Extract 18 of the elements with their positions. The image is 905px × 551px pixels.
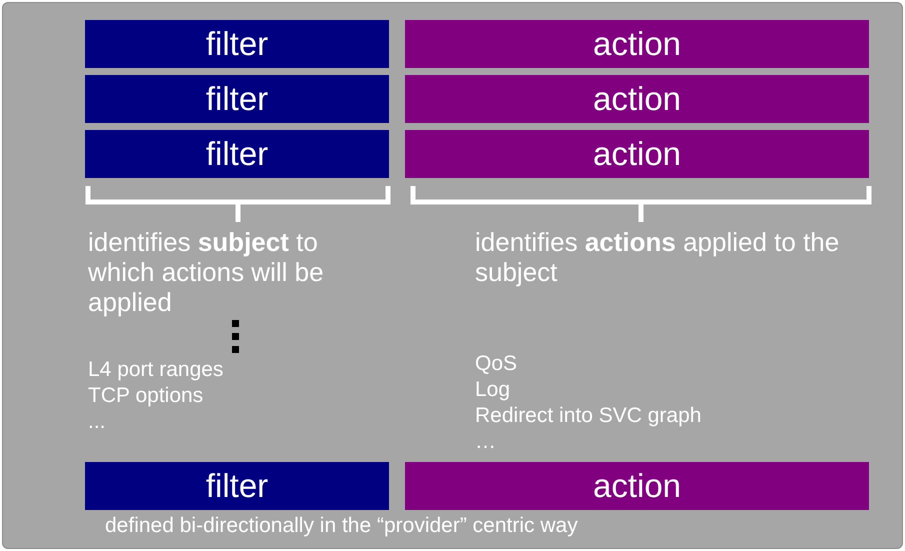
- action-box: action: [405, 20, 869, 68]
- list-item: ...: [88, 410, 106, 434]
- list-item: Log: [475, 378, 510, 402]
- filter-box: filter: [85, 75, 389, 123]
- list-item: TCP options: [88, 384, 204, 408]
- list-item: L4 port ranges: [88, 358, 224, 382]
- action-box: action: [405, 130, 869, 178]
- description-text: identifies subject to which actions will be applied: [88, 228, 325, 318]
- footnote-text: defined bi-directionally in the “provider” centric way: [105, 514, 578, 538]
- filter-box: filter: [85, 130, 389, 178]
- list-item: …: [475, 430, 496, 454]
- description-text: identifies actions applied to the subject: [475, 228, 840, 288]
- filter-box: filter: [85, 462, 389, 510]
- list-item: QoS: [475, 352, 518, 376]
- action-box: action: [405, 462, 869, 510]
- list-item: Redirect into SVC graph: [475, 404, 702, 428]
- action-box: action: [405, 75, 869, 123]
- filter-box: filter: [85, 20, 389, 68]
